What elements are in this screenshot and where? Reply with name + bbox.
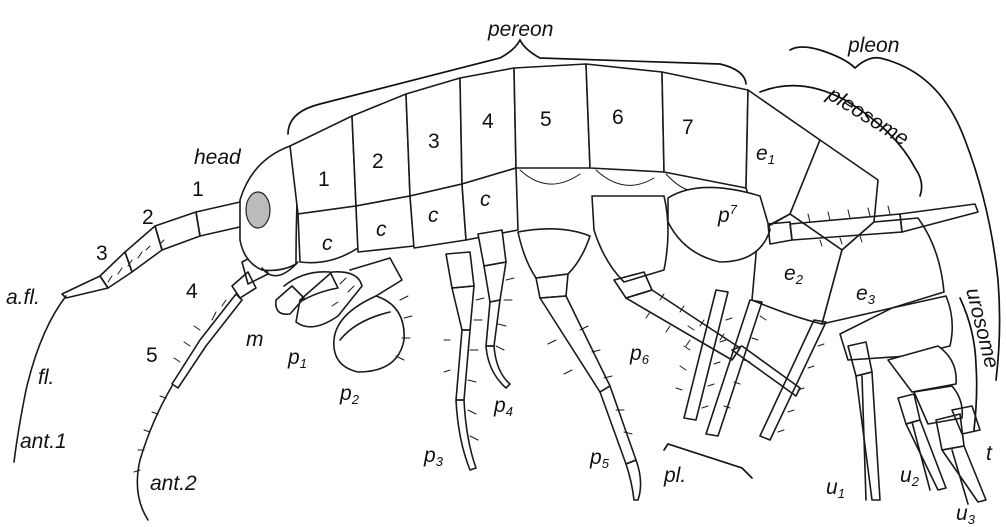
pereopod-2 <box>334 258 412 372</box>
label-seg-4: 4 <box>482 110 494 133</box>
label-u3: u3 <box>956 502 976 527</box>
label-u2: u2 <box>900 464 920 489</box>
antenna-1 <box>14 202 244 462</box>
label-p3: p3 <box>423 444 444 469</box>
pleon-segments <box>746 90 962 424</box>
label-seg-1: 1 <box>318 168 330 191</box>
label-p4: p4 <box>493 394 513 419</box>
label-u1: u1 <box>826 476 845 501</box>
pereopod-4 <box>478 230 514 388</box>
label-coxa-1: c <box>322 232 333 255</box>
label-seg-6: 6 <box>612 106 624 129</box>
label-p2: p2 <box>339 382 360 407</box>
head <box>240 146 300 276</box>
label-antenna-num-4: 4 <box>186 280 198 303</box>
label-coxa-4: c <box>480 188 491 211</box>
label-seg-7: 7 <box>682 116 694 139</box>
label-antenna-num-5: 5 <box>146 344 158 367</box>
pereopod-3 <box>444 252 484 470</box>
label-pleosome: pleosome <box>823 82 913 150</box>
label-coxa-3: c <box>428 204 439 227</box>
label-pleon: pleon <box>847 34 899 57</box>
label-antenna-num-1: 1 <box>192 178 204 201</box>
label-urosome: urosome <box>961 286 1003 371</box>
label-antenna-1: ant.1 <box>20 430 67 453</box>
label-head: head <box>194 146 242 169</box>
label-p5: p5 <box>589 446 610 471</box>
label-flagellum: fl. <box>38 366 54 389</box>
label-telson: t <box>986 442 993 465</box>
label-seg-3: 3 <box>428 130 440 153</box>
eye <box>246 192 270 228</box>
label-seg-5: 5 <box>540 108 552 131</box>
label-antenna-num-2: 2 <box>142 206 154 229</box>
label-antenna-2: ant.2 <box>150 472 197 495</box>
label-accessory-flagellum: a.fl. <box>6 286 40 309</box>
label-mouthparts: m <box>246 328 264 351</box>
label-seg-2: 2 <box>372 150 384 173</box>
label-pleopods: pl. <box>663 464 686 487</box>
label-p6: p6 <box>629 342 650 367</box>
label-antenna-num-3: 3 <box>96 242 108 265</box>
label-p1: p1 <box>287 346 307 371</box>
label-coxa-2: c <box>376 218 387 241</box>
label-pereon: pereon <box>487 18 553 41</box>
